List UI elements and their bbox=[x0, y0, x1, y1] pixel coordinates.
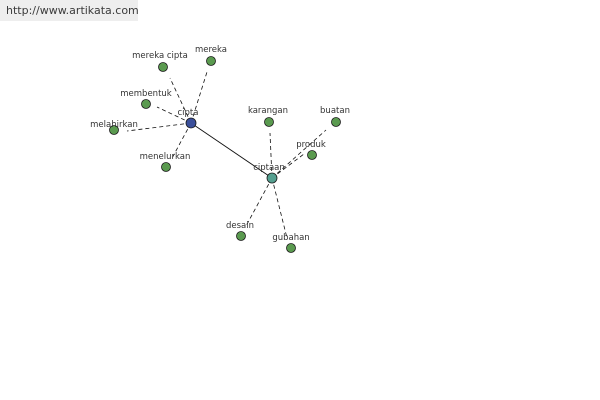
node-label-mereka: mereka bbox=[195, 45, 227, 55]
edge-cipta-mereka_cipta bbox=[169, 77, 192, 124]
node-label-karangan: karangan bbox=[248, 106, 288, 116]
node-membentuk[interactable]: membentuk bbox=[120, 89, 172, 109]
node-dot-desain[interactable] bbox=[236, 231, 246, 241]
node-dot-membentuk[interactable] bbox=[141, 99, 151, 109]
edge-cipta-ciptaan bbox=[190, 122, 273, 179]
node-karangan[interactable]: karangan bbox=[248, 106, 288, 127]
edge-cipta-membentuk bbox=[156, 106, 192, 124]
node-dot-karangan[interactable] bbox=[264, 117, 274, 127]
node-dot-melahirkan[interactable] bbox=[109, 125, 119, 135]
node-label-gubahan: gubahan bbox=[272, 233, 309, 243]
source-url[interactable]: http://www.artikata.com bbox=[0, 0, 139, 21]
node-produk[interactable]: produk bbox=[296, 140, 326, 160]
node-mereka[interactable]: mereka bbox=[195, 45, 227, 66]
node-label-desain: desain bbox=[226, 221, 254, 231]
node-menelurkan[interactable]: menelurkan bbox=[140, 152, 191, 172]
node-label-membentuk: membentuk bbox=[120, 89, 172, 99]
nodes-layer: cipta ciptaan mereka cipta mereka membentuk m… bbox=[90, 45, 350, 253]
edge-ciptaan-gubahan bbox=[271, 177, 288, 239]
edges-layer bbox=[126, 71, 327, 239]
node-dot-ciptaan[interactable] bbox=[266, 172, 278, 184]
node-melahirkan[interactable]: melahirkan bbox=[90, 120, 138, 135]
node-dot-buatan[interactable] bbox=[331, 117, 341, 127]
node-cipta[interactable]: cipta bbox=[178, 108, 199, 129]
node-label-buatan: buatan bbox=[320, 106, 350, 116]
node-label-melahirkan: melahirkan bbox=[90, 120, 138, 130]
node-label-produk: produk bbox=[296, 140, 326, 150]
node-gubahan[interactable]: gubahan bbox=[272, 233, 310, 253]
node-ciptaan[interactable]: ciptaan bbox=[253, 163, 285, 184]
node-buatan[interactable]: buatan bbox=[320, 106, 350, 127]
node-mereka_cipta[interactable]: mereka cipta bbox=[132, 51, 188, 72]
edge-ciptaan-karangan bbox=[269, 132, 273, 179]
node-dot-mereka_cipta[interactable] bbox=[158, 62, 168, 72]
edge-ciptaan-buatan bbox=[271, 129, 327, 179]
node-dot-mereka[interactable] bbox=[206, 56, 216, 66]
node-label-mereka_cipta: mereka cipta bbox=[132, 51, 188, 61]
node-label-menelurkan: menelurkan bbox=[140, 152, 191, 162]
node-label-ciptaan: ciptaan bbox=[253, 163, 285, 173]
node-dot-cipta[interactable] bbox=[185, 117, 197, 129]
edge-cipta-menelurkan bbox=[170, 122, 192, 161]
edge-cipta-melahirkan bbox=[126, 122, 192, 132]
edge-cipta-mereka bbox=[190, 71, 208, 124]
node-desain[interactable]: desain bbox=[226, 221, 254, 241]
node-dot-gubahan[interactable] bbox=[286, 243, 296, 253]
node-label-cipta: cipta bbox=[178, 108, 199, 118]
edge-ciptaan-desain bbox=[245, 177, 273, 227]
node-dot-menelurkan[interactable] bbox=[161, 162, 171, 172]
node-dot-produk[interactable] bbox=[307, 150, 317, 160]
